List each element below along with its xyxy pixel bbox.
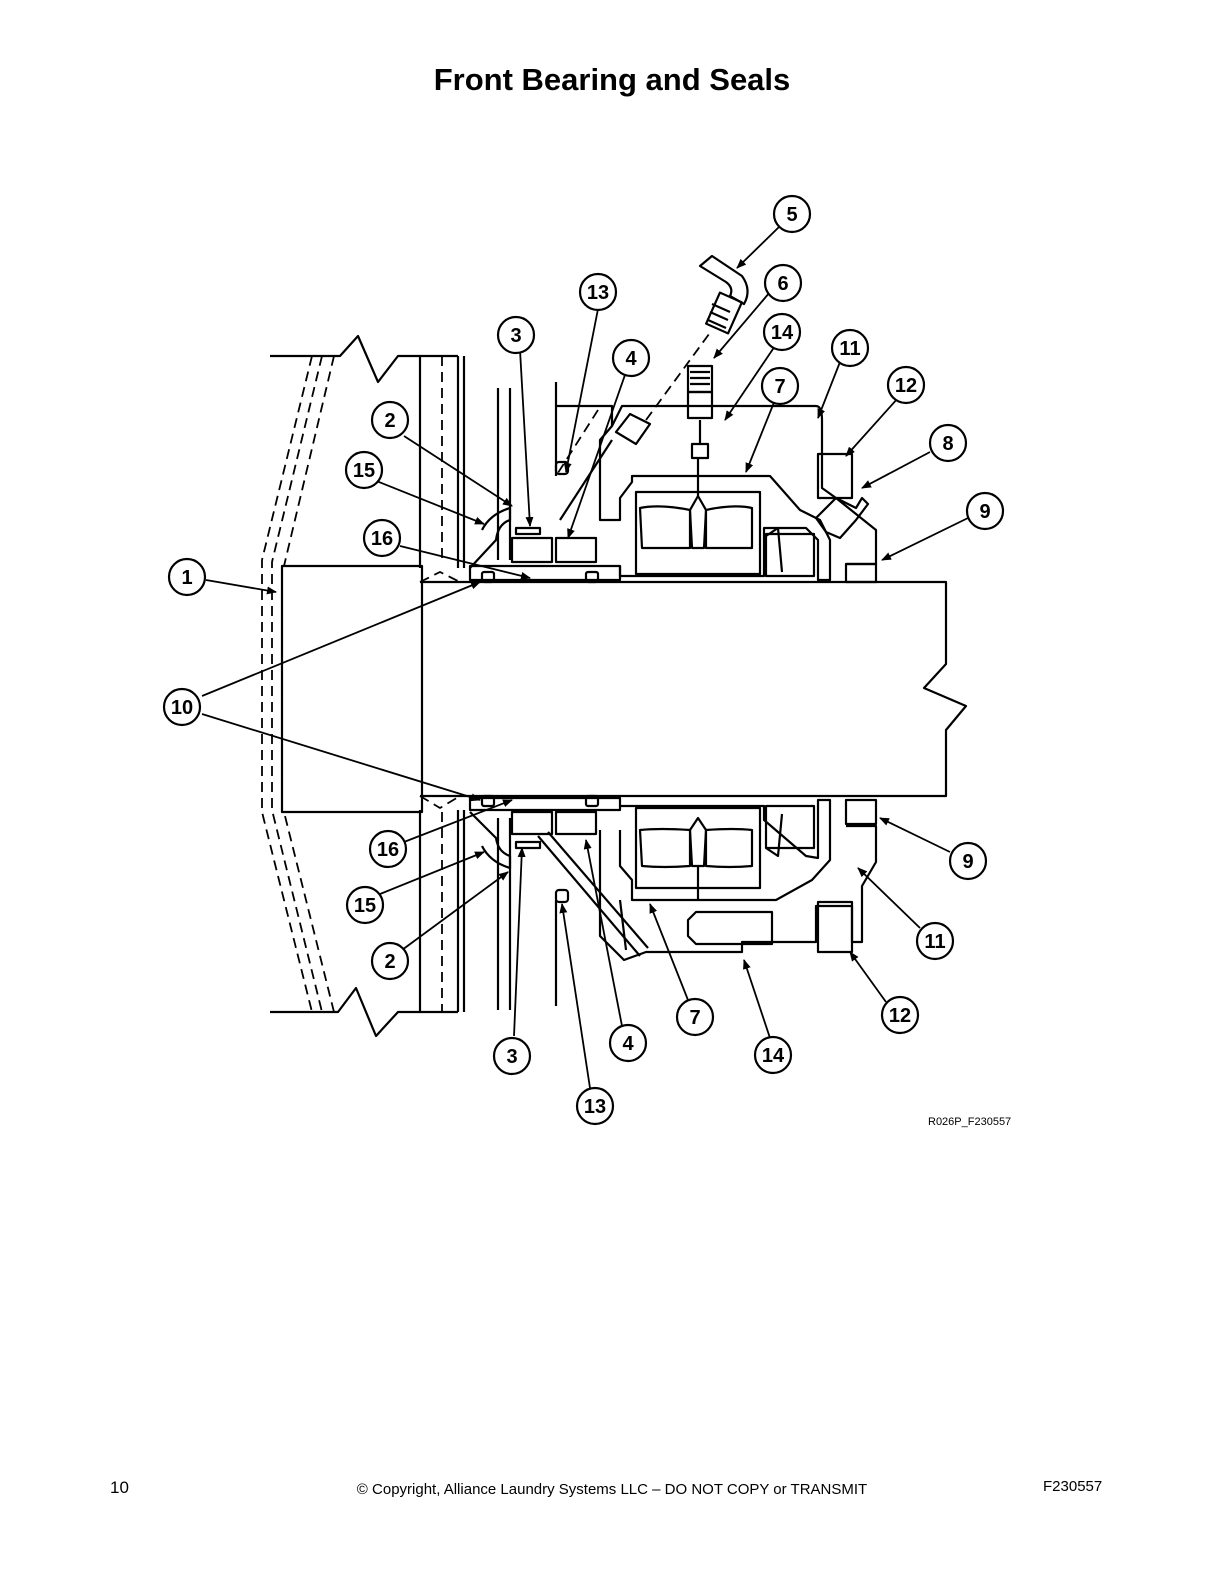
frame-bottom-break [270, 986, 458, 1038]
callout-label: 16 [371, 528, 393, 550]
callout-label: 9 [962, 851, 973, 873]
callout-label: 7 [774, 376, 785, 398]
callout-7b [675, 997, 715, 1037]
shaft [420, 580, 968, 798]
callout-3 [496, 315, 536, 355]
callout-11 [830, 328, 870, 368]
callout-label: 12 [889, 1005, 911, 1027]
callout-8 [928, 423, 968, 463]
callout-13b [575, 1086, 615, 1126]
callout-label: 13 [584, 1096, 606, 1118]
copyright-notice: © Copyright, Alliance Laundry Systems LL… [356, 1481, 868, 1498]
callout-label: 3 [510, 325, 521, 347]
page-title: Front Bearing and Seals [433, 62, 791, 97]
document-id: F230557 [1043, 1478, 1103, 1495]
callout-label: 15 [353, 460, 375, 482]
callout-label: 11 [924, 931, 945, 953]
callout-2b [370, 941, 410, 981]
callouts [162, 194, 1005, 1126]
bolt-bottom [816, 900, 854, 954]
frame-top-break [270, 334, 458, 384]
callout-label: 7 [689, 1007, 700, 1029]
callout-14b [753, 1035, 793, 1075]
callout-label: 2 [384, 951, 395, 973]
callout-15b [345, 885, 385, 925]
callout-9 [965, 491, 1005, 531]
callout-3b [492, 1036, 532, 1076]
callout-label: 1 [181, 567, 192, 589]
callout-label: 4 [625, 348, 637, 370]
callout-label: 16 [377, 839, 399, 861]
callout-label: 2 [384, 410, 395, 432]
callout-11b [915, 921, 955, 961]
callout-5 [772, 194, 812, 234]
bearing-housing-bottom [618, 798, 832, 902]
drawing-code: R026P_F230557 [928, 1116, 1012, 1128]
callout-12b [880, 995, 920, 1035]
callout-label: 5 [786, 204, 797, 226]
callout-labels: 5 13 6 3 14 4 11 7 12 2 8 15 9 16 1 10 1… [171, 204, 991, 1118]
callout-label: 8 [942, 433, 953, 455]
callout-label: 14 [771, 322, 794, 344]
callout-12 [886, 365, 926, 405]
callout-label: 12 [895, 375, 917, 397]
callout-14 [762, 312, 802, 352]
callout-label: 3 [506, 1046, 517, 1068]
callout-label: 15 [354, 895, 376, 917]
callout-16b [368, 829, 408, 869]
page-number: 10 [110, 1478, 129, 1497]
callout-2 [370, 400, 410, 440]
callout-15 [344, 450, 384, 490]
callout-13 [578, 272, 618, 312]
callout-label: 13 [587, 282, 609, 304]
hub-block [280, 564, 424, 814]
callout-label: 10 [171, 697, 193, 719]
callout-label: 14 [762, 1045, 785, 1067]
callout-label: 6 [777, 273, 788, 295]
callout-label: 4 [622, 1033, 634, 1055]
callout-4b [608, 1023, 648, 1063]
callout-label: 9 [979, 501, 990, 523]
bearing-top-rollers [634, 490, 762, 576]
callout-1 [167, 557, 207, 597]
callout-10 [162, 687, 202, 727]
callout-16 [362, 518, 402, 558]
callout-6 [763, 263, 803, 303]
callout-label: 11 [839, 338, 860, 360]
callout-7 [760, 366, 800, 406]
callout-9b [948, 841, 988, 881]
callout-4 [611, 338, 651, 378]
